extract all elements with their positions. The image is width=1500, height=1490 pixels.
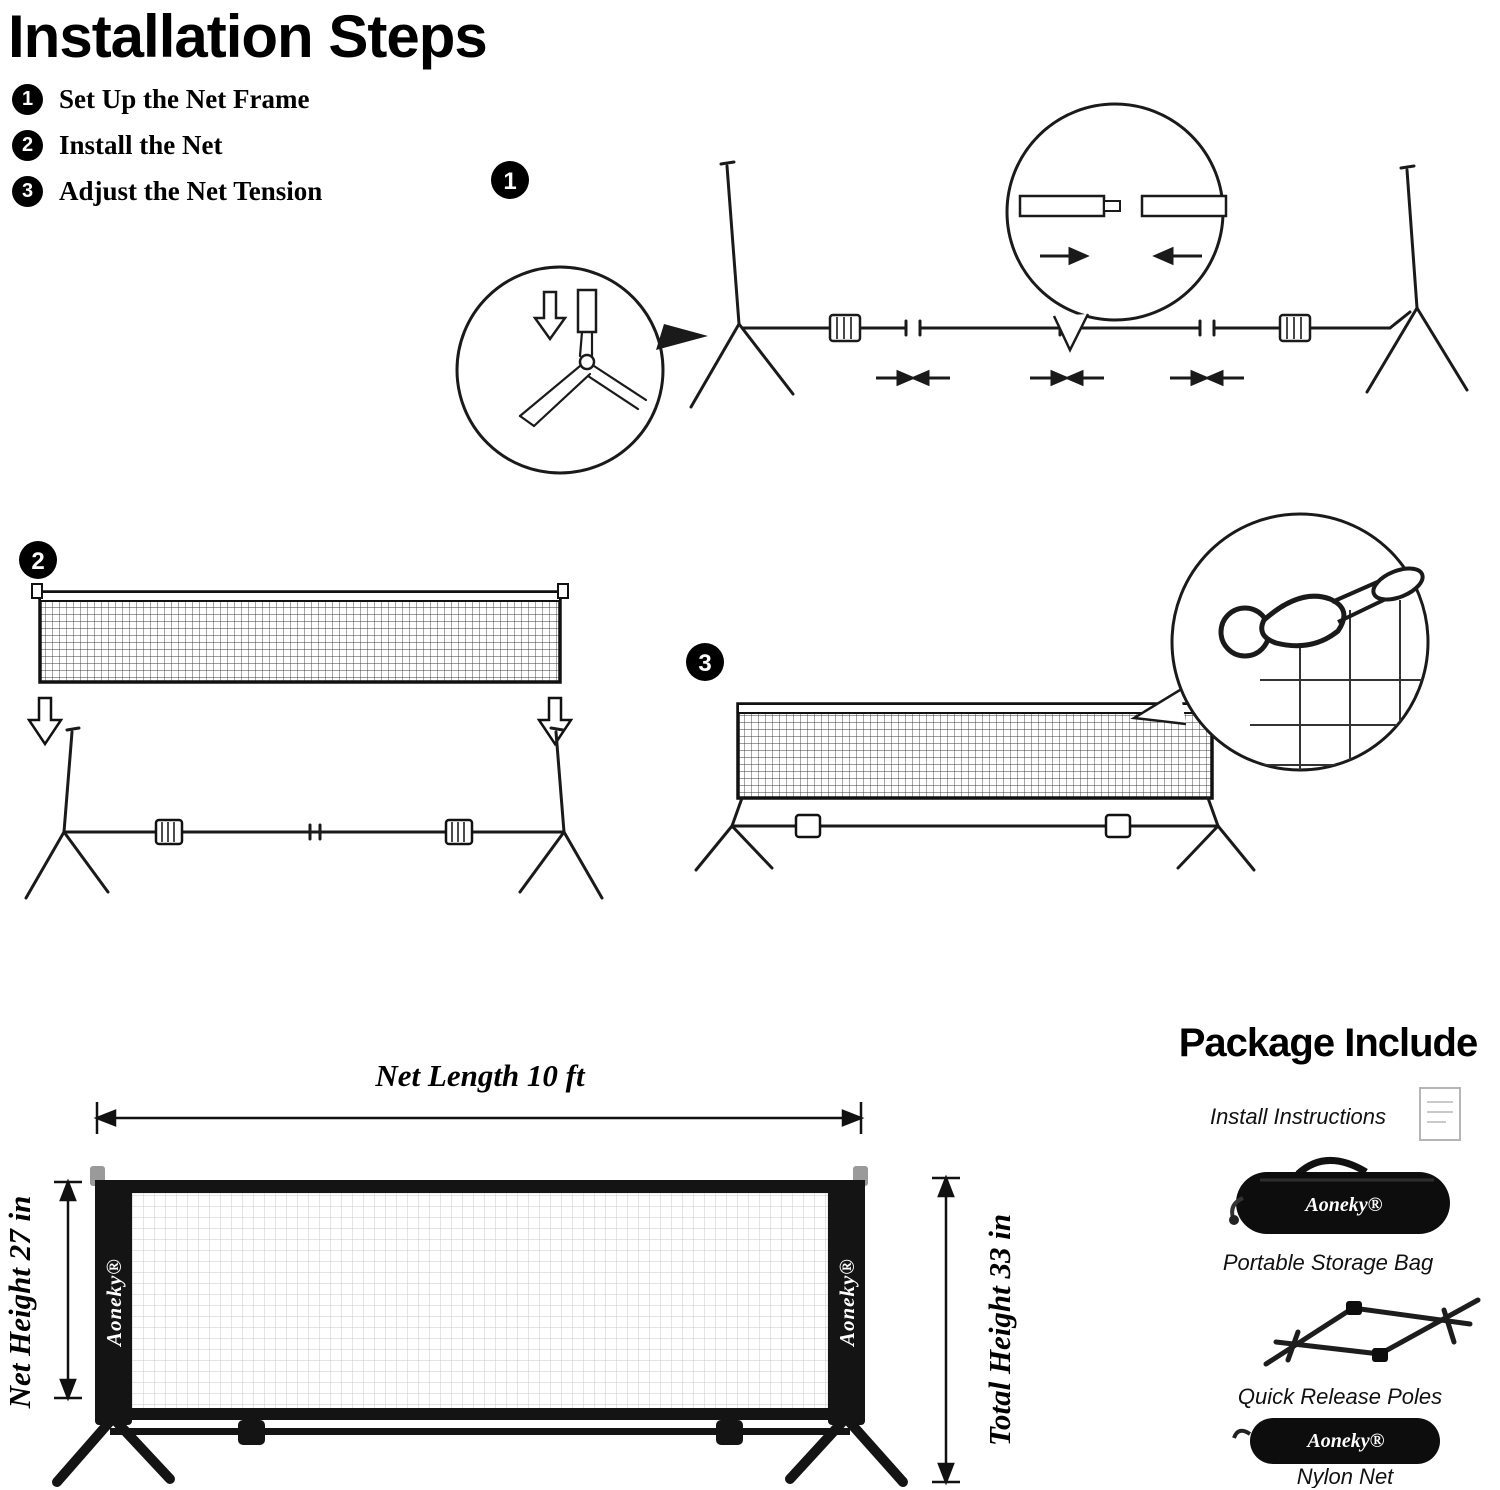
strap-loop-icon [1371,566,1425,602]
header: Installation Steps [8,2,488,71]
step1-diagram-badge: 1 [491,161,529,199]
connector-push-arrows [1040,246,1202,266]
step3-diagram-number: 3 [698,650,711,677]
step2-diagram-badge: 2 [19,541,57,579]
magnifier-pointer [656,324,708,350]
step3-label: Adjust the Net Tension [59,176,323,206]
step3-tension-diagram: 3 [686,512,1430,872]
left-pole [689,160,795,409]
product-right-clamp [716,1420,743,1445]
frame-knobs [154,818,474,846]
right-band [828,1180,865,1425]
total-height-dimension-line [932,1174,960,1486]
lower-net-arrows [26,696,574,747]
net-length-label: Net Length 10 ft [374,1058,586,1093]
coupler-knobs [828,313,1312,343]
detached-net [31,583,569,684]
step2-install-net-diagram: 2 [19,541,604,900]
product-dimensions-figure: Net Length 10 ft Net Height 27 in Aoneky… [2,1058,1017,1487]
product-left-clamp [238,1420,265,1445]
step1-frame-assembly-diagram: 1 [455,102,1469,475]
product-bottom-bar [110,1428,850,1435]
package-include-panel: Package Include Install Instructions Aon… [1179,1021,1481,1488]
pole-joints [1346,1301,1388,1362]
joint-detail-magnifier [455,265,708,475]
assembled-net [736,702,1214,800]
left-band [95,1180,132,1425]
brand-nylon-net: Aoneky® [1305,1430,1384,1452]
step1-label: Set Up the Net Frame [59,84,310,114]
page-title: Installation Steps [8,3,488,70]
tube-connector-magnifier [1005,102,1228,353]
brand-storage-bag: Aoneky® [1303,1194,1382,1216]
steps-list: 1 Set Up the Net Frame 2 Install the Net… [12,84,322,222]
package-item-poles: Quick Release Poles [1238,1384,1442,1409]
magnifier-tail [1130,688,1187,726]
brand-right-band: Aoneky® [835,1258,859,1348]
step3-badge: 3 [12,176,43,207]
step2-badge: 2 [12,130,43,161]
product-net: Aoneky® Aoneky® [52,1166,908,1487]
step2-diagram-number: 2 [31,548,44,575]
package-item-storage-bag: Portable Storage Bag [1223,1250,1434,1275]
net-bag-icon: Aoneky® [1232,1418,1440,1464]
step-item-1: 1 Set Up the Net Frame [12,84,322,115]
magnifier-tail [1052,313,1090,353]
net-mesh [132,1193,828,1411]
step3-diagram-badge: 3 [686,643,724,681]
net-height-label: Net Height 27 in [2,1196,37,1410]
assembled-frame-knobs [794,813,1132,839]
insert-down-arrow-icon [532,290,568,342]
storage-bag-icon: Aoneky® [1229,1157,1450,1234]
net-length-dimension-line [93,1102,865,1134]
step-item-3: 3 Adjust the Net Tension [12,176,322,207]
manual-booklet-icon [1419,1087,1461,1141]
step-item-2: 2 Install the Net [12,130,322,161]
package-item-nylon-net: Nylon Net [1297,1464,1394,1488]
down-arrow-icon [536,696,574,747]
product-legs [52,1413,908,1487]
down-arrow-icon [26,696,64,747]
step2-label: Install the Net [59,130,223,160]
push-together-arrows [876,369,1244,387]
carabiner-hook-icon [1259,593,1347,649]
total-height-label: Total Height 33 in [982,1214,1017,1446]
net-height-dimension-line [54,1178,82,1402]
strap-hook-magnifier [1130,512,1430,772]
step1-badge: 1 [12,84,43,115]
package-item-install-instructions: Install Instructions [1210,1104,1386,1129]
net-frame [24,726,604,900]
assembled-frame [694,796,1256,872]
step1-diagram-number: 1 [503,168,516,195]
brand-left-band: Aoneky® [102,1258,126,1348]
package-title: Package Include [1179,1021,1477,1065]
right-pole [1365,164,1469,394]
